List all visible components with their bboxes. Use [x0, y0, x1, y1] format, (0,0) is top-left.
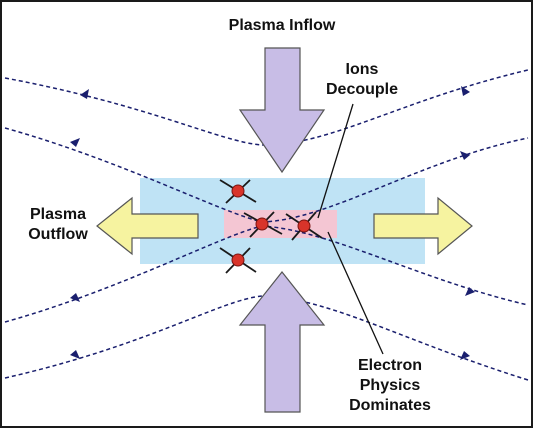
ions-decouple-label-line1: Ions	[346, 61, 379, 78]
plasma-outflow-label-line2: Outflow	[28, 226, 88, 243]
plasma-outflow-label-line1: Plasma	[30, 206, 86, 223]
plasma-outflow-arrow-left	[96, 196, 199, 256]
plasma-outflow-arrow-right	[373, 196, 473, 256]
ions-decouple-label-line2: Decouple	[326, 81, 398, 98]
field-line-bottom-outer	[4, 295, 529, 381]
plasma-inflow-arrow-bottom	[238, 271, 326, 413]
plasma-inflow-label: Plasma Inflow	[229, 17, 336, 34]
electron-physics-label-line2: Physics	[360, 377, 421, 394]
electron-physics-pointer	[327, 231, 384, 355]
arrowhead-icon	[70, 86, 475, 360]
electron-physics-label-line1: Electron	[358, 357, 422, 374]
electron-physics-label-line3: Dominates	[349, 397, 431, 414]
ions-decouple-pointer	[317, 103, 354, 219]
particle-icon	[219, 179, 323, 274]
plasma-inflow-arrow-top	[238, 47, 326, 174]
